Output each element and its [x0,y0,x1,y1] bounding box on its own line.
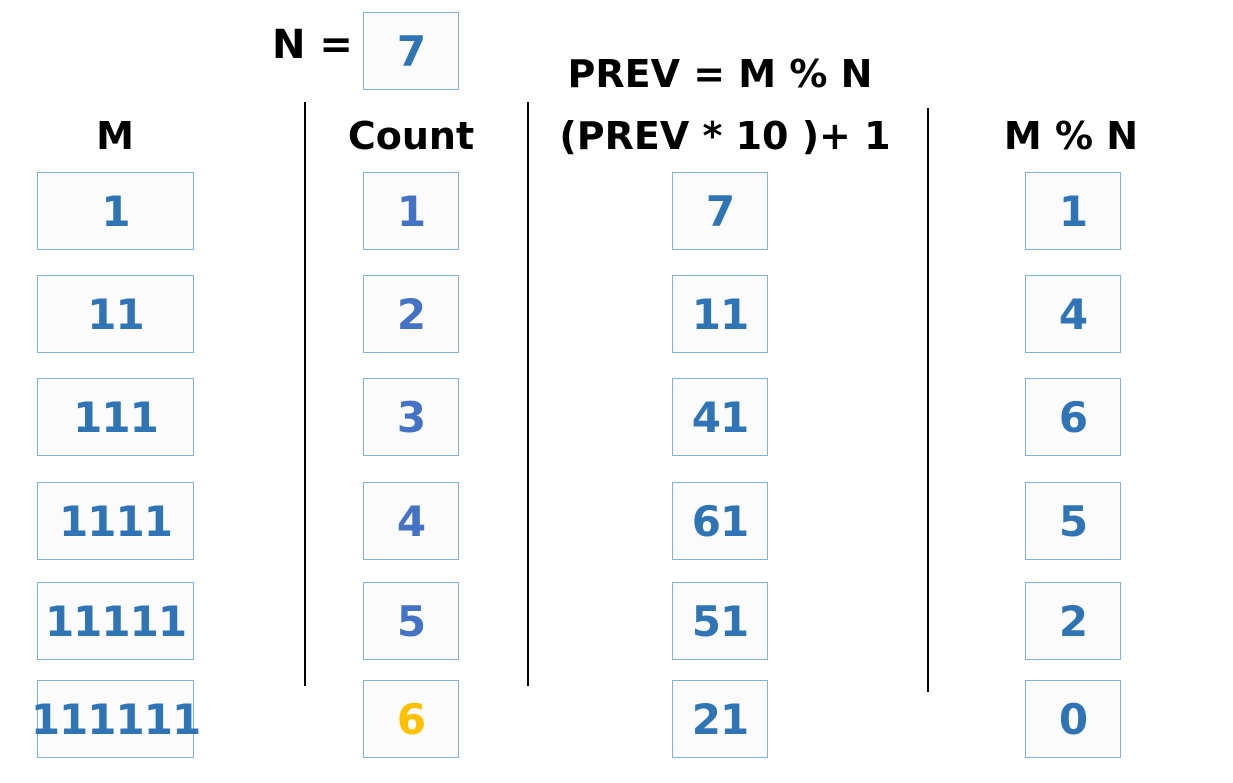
formula-line-2: (PREV * 10 )+ 1 [559,114,891,158]
header-m-mod-n: M % N [1003,114,1139,158]
prev-cell: 11 [672,275,768,353]
m-mod-n-cell: 6 [1025,378,1121,456]
count-cell: 4 [363,482,459,560]
m-cell: 111111 [31,680,201,758]
divider-line-2 [527,102,529,686]
divider-line-1 [304,102,306,686]
m-mod-n-cell: 4 [1025,275,1121,353]
m-mod-n-cell: 5 [1025,482,1121,560]
prev-cell: 51 [672,582,768,660]
formula-line-1: PREV = M % N [567,52,873,96]
n-value-box: 7 [363,12,459,90]
prev-cell: 41 [672,378,768,456]
count-cell: 1 [363,172,459,250]
m-mod-n-cell: 1 [1025,172,1121,250]
count-cell: 5 [363,582,459,660]
count-cell: 2 [363,275,459,353]
header-m: M [96,114,134,158]
m-cell: 111 [37,378,194,456]
n-label: N = [272,22,353,68]
m-cell: 1 [37,172,194,250]
divider-line-3 [927,108,929,692]
m-cell: 11111 [37,582,194,660]
m-cell: 11 [37,275,194,353]
header-count: Count [347,114,475,158]
m-mod-n-cell: 0 [1025,680,1121,758]
count-cell-highlighted: 6 [363,680,459,758]
prev-cell: 61 [672,482,768,560]
prev-cell: 21 [672,680,768,758]
count-cell: 3 [363,378,459,456]
prev-cell: 7 [672,172,768,250]
m-mod-n-cell: 2 [1025,582,1121,660]
m-cell: 1111 [37,482,194,560]
